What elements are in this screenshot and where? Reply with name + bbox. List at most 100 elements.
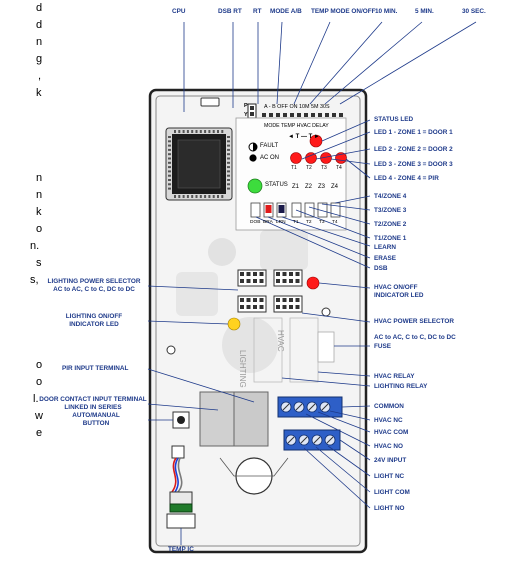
cpu-pin	[217, 195, 219, 198]
cpu-pin	[186, 130, 189, 133]
fragment: n	[36, 36, 43, 48]
selector-pin	[276, 298, 280, 302]
screw-slot	[308, 403, 316, 411]
selector-pin	[246, 298, 251, 302]
cpu-pin	[227, 170, 230, 173]
switch-label: LRN	[276, 220, 286, 225]
cpu-pin	[227, 157, 230, 160]
cpu-pin	[168, 153, 171, 156]
z-label: Z1	[292, 184, 300, 190]
board-mode-row: MODE TEMP HVAC DELAY	[264, 123, 329, 129]
bg-shape	[260, 230, 308, 270]
cpu-pin	[168, 183, 171, 186]
label-24v-input: 24V INPUT	[374, 457, 407, 464]
board-status: STATUS	[265, 182, 288, 188]
jumper-pin	[269, 113, 273, 117]
cpu-pin	[208, 130, 211, 133]
selector-pin	[295, 279, 300, 283]
label-led3: LED 3 - ZONE 3 = DOOR 3	[374, 161, 453, 168]
label-line: INDICATOR LED	[69, 321, 119, 328]
board-p: P	[244, 103, 248, 109]
selector-pin	[240, 279, 244, 283]
label-pir-terminal: PIR INPUT TERMINAL	[62, 365, 129, 372]
cpu-pin	[178, 195, 181, 198]
jumper-pin	[339, 113, 343, 117]
cpu-pin	[227, 187, 230, 190]
bottom-ridge	[219, 457, 289, 477]
jumper-pin	[276, 113, 280, 117]
label-line: LINKED IN SERIES	[64, 404, 122, 411]
selector-pin	[259, 305, 264, 309]
cpu-pin	[168, 148, 171, 151]
selector-pin	[246, 279, 251, 283]
selector-pin	[240, 305, 244, 309]
bg-shape	[222, 317, 278, 373]
selector-pin	[259, 298, 264, 302]
screw-slot	[300, 436, 308, 444]
selector-pin	[282, 272, 287, 276]
cpu-pin	[221, 195, 224, 198]
label-5min: 5 MIN.	[415, 8, 434, 15]
fuse	[317, 331, 335, 363]
selector-pin	[295, 305, 300, 309]
selector-pin	[276, 279, 280, 283]
label-10min: 10 MIN.	[375, 8, 398, 15]
label-temp-ic: TEMP IC	[168, 546, 194, 553]
t-led-label: T4	[336, 165, 342, 171]
label-line: LIGHTING ON/OFF	[65, 313, 123, 320]
selector-pin	[289, 272, 293, 276]
cpu-pin	[227, 144, 230, 147]
board-fault: FAULT	[260, 143, 279, 149]
cpu-pin	[221, 130, 224, 133]
label-line: AUTO/MANUAL	[72, 412, 120, 419]
selector-pin	[295, 298, 300, 302]
cpu-pin	[212, 195, 215, 198]
jumper-pin	[297, 113, 301, 117]
cpu-pin	[168, 170, 171, 173]
door-terminal-block	[233, 391, 269, 447]
cpu-pin	[191, 195, 194, 198]
label-mode-ab: MODE A/B	[270, 8, 302, 15]
selector-pin	[276, 305, 280, 309]
label-door-contact: DOOR CONTACT INPUT TERMINAL LINKED IN SE…	[38, 396, 148, 412]
selector-pin	[289, 298, 293, 302]
dip-switches	[250, 202, 341, 218]
label-learn: LEARN	[374, 244, 397, 251]
cpu-pin	[195, 130, 198, 133]
cpu-pin	[168, 161, 171, 164]
selector-pin	[240, 298, 244, 302]
status-green-led	[247, 178, 263, 194]
t-led-label: T1	[291, 165, 297, 171]
label-hvac-no: HVAC NO	[374, 443, 403, 450]
selector-pin	[246, 305, 251, 309]
label-dsb: DSB	[374, 265, 388, 272]
cpu-pin	[199, 195, 202, 198]
cpu-die	[177, 139, 221, 189]
label-t2: T2/ZONE 2	[374, 221, 407, 228]
board-hvac: HVAC	[276, 330, 285, 352]
label-line: BUTTON	[82, 420, 110, 427]
cpu-pin	[227, 136, 230, 138]
cpu-pin	[168, 187, 171, 190]
label-line: AC to AC, C to C, DC to DC	[53, 286, 135, 293]
board-t-arrows: ◄ T — T ►	[288, 134, 320, 140]
screw-slot	[321, 403, 329, 411]
selector-pin	[295, 272, 300, 276]
cpu-pin	[182, 195, 185, 198]
z-label: Z4	[331, 184, 339, 190]
cpu-pin	[174, 195, 176, 198]
fragment: k	[36, 87, 42, 99]
jumper-pin	[325, 113, 329, 117]
screw-slot	[295, 403, 303, 411]
jumper-pin	[304, 113, 308, 117]
lighting-relay	[253, 317, 283, 383]
label-line: DOOR CONTACT INPUT TERMINAL	[39, 396, 147, 403]
hvac-led	[306, 276, 320, 290]
cpu-pin	[212, 130, 215, 133]
top-jumper-row	[247, 103, 343, 119]
hvac-power-selector	[273, 269, 303, 313]
fragment: n	[36, 172, 43, 184]
label-led4: LED 4 - ZONE 4 = PIR	[374, 175, 439, 182]
fragment: s,	[30, 274, 39, 286]
selector-pin	[253, 279, 257, 283]
